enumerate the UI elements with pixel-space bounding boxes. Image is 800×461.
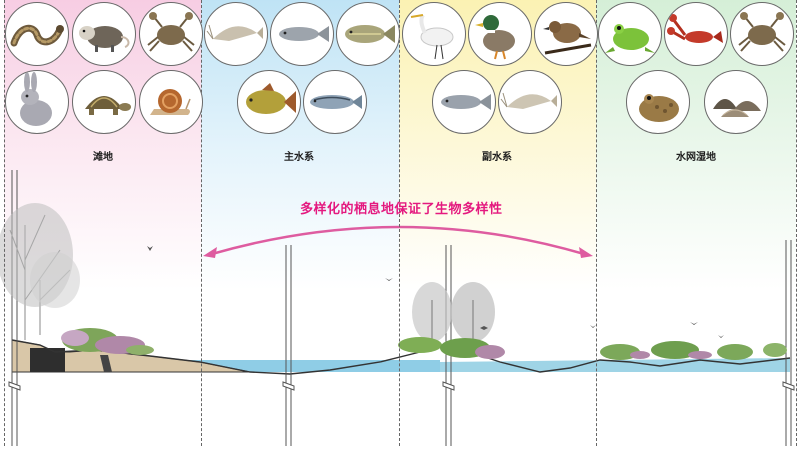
bank-pile [100,355,112,372]
tidal-reeds [61,328,154,355]
carp-icon [237,70,301,134]
crayfish-icon [664,2,728,66]
zone-divider [4,0,5,446]
break-marks [8,381,795,391]
snail-icon [139,70,203,134]
egret-icon [402,2,466,66]
rabbit-icon [5,70,69,134]
sub-water-trees [398,282,505,359]
clam-icon [704,70,768,134]
crab-icon [139,2,203,66]
opossum-icon [72,2,136,66]
arrow-head-right [579,247,593,258]
shrimp-icon [204,2,268,66]
zone-label-main-water: 主水系 [284,152,314,163]
fish-icon [336,2,400,66]
flying-birds [147,246,724,338]
frog-icon [598,2,662,66]
sparrow-icon [534,2,598,66]
zone-divider [399,0,400,446]
fish-icon [270,2,334,66]
biodiversity-arc-arrow [211,225,585,256]
zone-label-sub-water: 副水系 [482,152,512,163]
shrimp-icon [498,70,562,134]
zone-divider [201,0,202,446]
tidal-tree-canopy-small [30,252,80,308]
tortoise-icon [72,70,136,134]
zone-label-wetland: 水网湿地 [676,152,716,163]
fish-icon [432,70,496,134]
arrow-head-left [203,247,217,258]
crab-icon [730,2,794,66]
wetland-shrubs [600,341,787,360]
zone-divider [796,0,797,446]
duck-icon [468,2,532,66]
biodiversity-headline: 多样化的栖息地保证了生物多样性 [300,202,503,217]
mackerel-icon [303,70,367,134]
zone-divider [596,0,597,446]
toad-icon [626,70,690,134]
snake-icon [5,2,69,66]
zone-label-tidal-flat: 滩地 [93,152,113,163]
